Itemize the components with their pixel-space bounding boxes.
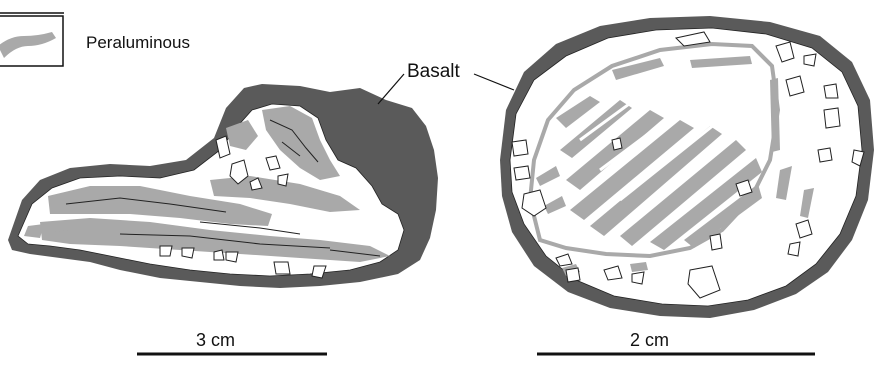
legend-box — [0, 13, 64, 66]
legend-label: Peraluminous — [86, 33, 190, 53]
basalt-label: Basalt — [407, 61, 460, 83]
left-specimen — [8, 84, 438, 288]
scale-right-label: 2 cm — [630, 330, 669, 351]
scale-left-label: 3 cm — [196, 330, 235, 351]
basalt-callout-left — [378, 74, 404, 104]
right-specimen — [500, 16, 874, 318]
basalt-callout-right — [474, 74, 514, 90]
